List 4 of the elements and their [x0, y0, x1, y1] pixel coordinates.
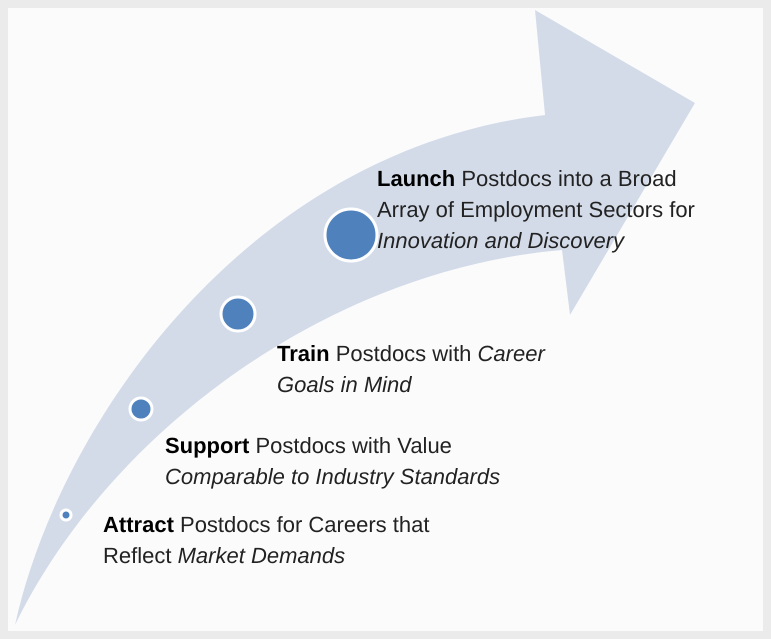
- step-text: Launch Postdocs into a Broad Array of Employment Sectors for Innovation and Discovery: [377, 165, 696, 255]
- step-text: Train Postdocs with Career Goals in Mind: [277, 340, 546, 399]
- step-text: Support Postdocs with Value Comparable to Industry Standards: [165, 432, 502, 491]
- step-text: Attract Postdocs for Careers that Reflect Market Demands: [103, 511, 430, 570]
